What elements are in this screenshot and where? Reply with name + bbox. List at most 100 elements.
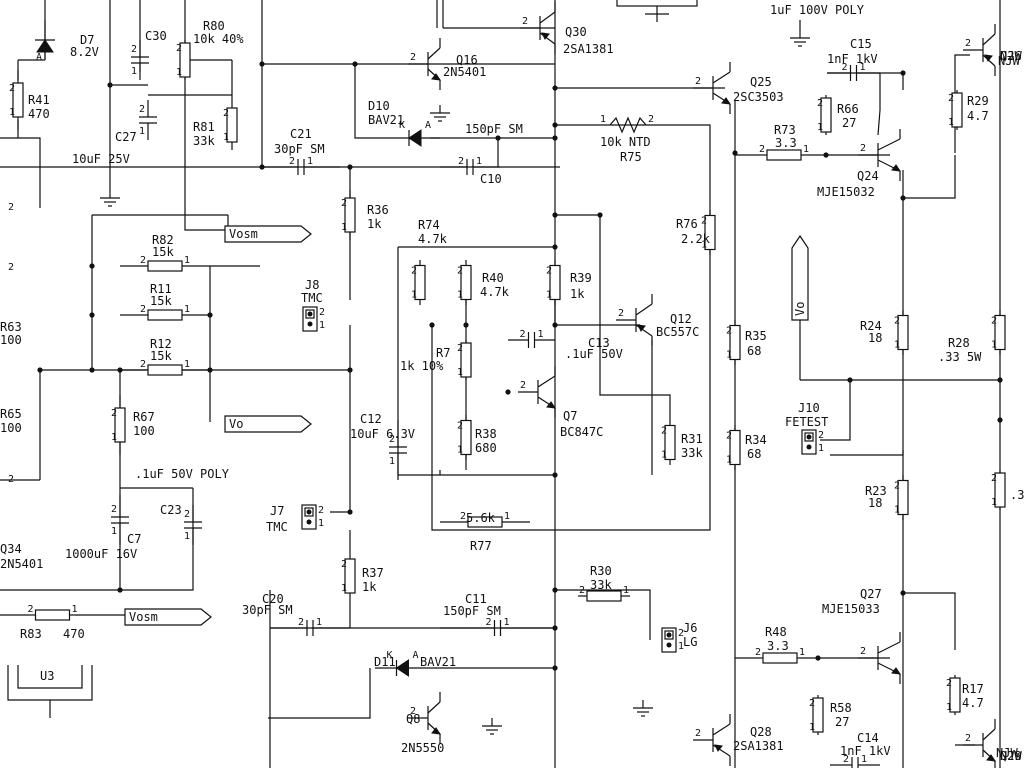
wire-segment xyxy=(830,450,904,456)
component-value: 1k xyxy=(367,217,382,231)
component-ref: Q8 xyxy=(406,712,420,726)
pin-number: 2 xyxy=(341,559,347,570)
component-ref: Q16 xyxy=(456,53,478,67)
junction-dot xyxy=(552,587,558,593)
pin-number: 1 xyxy=(948,117,954,128)
component-value: MJE15032 xyxy=(817,185,875,199)
component-ref: C15 xyxy=(850,37,872,51)
junction-dot xyxy=(463,322,469,328)
pin-number: 2 xyxy=(965,38,971,49)
component-ref: C14 xyxy=(857,731,879,745)
wire xyxy=(109,0,148,86)
component-value: 1k xyxy=(570,287,585,301)
component-ref: J8 xyxy=(305,278,319,292)
pin-number: 1 xyxy=(184,531,190,542)
pin-number: 1 xyxy=(701,240,707,251)
junction-dot xyxy=(552,212,558,218)
junction-dot xyxy=(429,322,435,328)
pin-number: 2 xyxy=(648,114,654,125)
component-value: 33k xyxy=(590,578,612,592)
pin-number: 2 xyxy=(28,604,34,615)
component-ref: R24 xyxy=(860,319,882,333)
component-value: 4.7k xyxy=(480,285,510,299)
component-value: 10uF 6.3V xyxy=(350,427,415,441)
component-ref: Q27 xyxy=(860,587,882,601)
junction-dot xyxy=(823,152,829,158)
pin-number: 2 xyxy=(894,316,900,327)
pin-number: 1 xyxy=(9,107,15,118)
component-ref: C30 xyxy=(145,29,167,43)
pin-number: 2 xyxy=(460,511,466,522)
component-ref: R37 xyxy=(362,566,384,580)
net-label: Vosm xyxy=(229,227,258,241)
component-value: LG xyxy=(683,635,697,649)
pin-number: 1 xyxy=(894,505,900,516)
net-flag-vosm: Vosm xyxy=(124,608,212,626)
pin-number: 2 xyxy=(457,421,463,432)
component-value: .1uF 50V POLY xyxy=(135,467,230,481)
pin-number: 1 xyxy=(817,122,823,133)
pin-number: 2 xyxy=(695,76,701,87)
resistor-R20: 21 xyxy=(991,470,1006,510)
ground-symbol xyxy=(430,105,450,122)
resistor-body xyxy=(762,652,798,664)
component-value: 2N5401 xyxy=(443,65,486,79)
component-value: BAV21 xyxy=(368,113,404,127)
component-ref: R65 xyxy=(0,407,22,421)
component-value: 5.6k xyxy=(466,511,496,525)
pin-number: 2 xyxy=(946,678,952,689)
component-value: 470 xyxy=(28,107,50,121)
ic-U3: U3 xyxy=(7,665,93,718)
pin-number: 1 xyxy=(546,290,552,301)
component-ref: R67 xyxy=(133,410,155,424)
component-ref: C27 xyxy=(115,130,137,144)
resistor-body xyxy=(766,149,802,161)
pin-number: 2 xyxy=(522,16,528,27)
ground-symbol xyxy=(633,700,653,717)
component-value: 1k 10% xyxy=(400,359,444,373)
pin-number: 1 xyxy=(726,350,732,361)
ground-symbol xyxy=(100,190,120,207)
pin-number: 2 xyxy=(843,754,849,765)
pin-number: 1 xyxy=(860,62,866,73)
component-ref: R11 xyxy=(150,282,172,296)
component-ref: R7 xyxy=(436,346,450,360)
component-ref: Q30 xyxy=(565,25,587,39)
pin-number: 1 xyxy=(318,518,324,529)
pin-number: 2 xyxy=(111,504,117,515)
component-ref: R23 xyxy=(865,484,887,498)
wire-segment xyxy=(354,64,390,139)
junction-dot xyxy=(37,367,43,373)
wire-segment xyxy=(599,215,671,420)
component-ref: R76 xyxy=(676,217,698,231)
wire-segment xyxy=(431,245,711,531)
pin-number: 1 xyxy=(726,455,732,466)
pin-number: 2 xyxy=(842,62,848,73)
wire xyxy=(268,668,371,719)
component-value: 1uF 100V POLY xyxy=(770,3,865,17)
component-value: 2.2k xyxy=(681,232,711,246)
component-value: BC847C xyxy=(560,425,603,439)
wire xyxy=(830,450,904,456)
wire xyxy=(877,73,881,136)
component-ref: R83 xyxy=(20,627,42,641)
pin-number: 2 xyxy=(520,380,526,391)
net-flag-vo: Vo xyxy=(791,234,809,321)
pin-number: 2 xyxy=(140,304,146,315)
